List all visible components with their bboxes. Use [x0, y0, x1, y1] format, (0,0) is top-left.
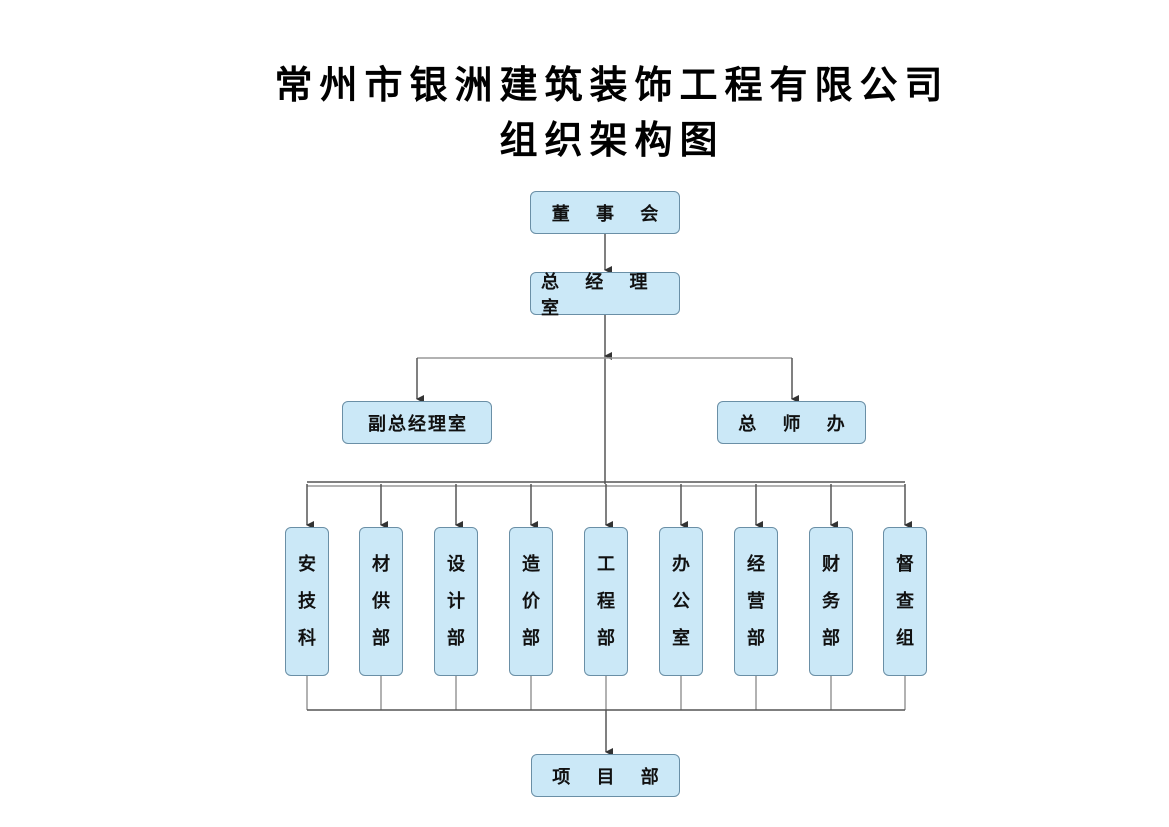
department-node: 办公室 [659, 527, 703, 676]
department-node: 造价部 [509, 527, 553, 676]
department-char: 科 [298, 628, 316, 649]
gm-office-node: 总 经 理 室 [530, 272, 680, 319]
department-char: 安 [298, 554, 316, 575]
department-char: 办 [672, 554, 690, 575]
board-node: 董 事 会 [530, 191, 680, 234]
department-char: 公 [672, 591, 690, 612]
department-char: 部 [447, 628, 465, 649]
department-node: 工程部 [584, 527, 628, 676]
department-node: 安技科 [285, 527, 329, 676]
department-char: 营 [747, 591, 765, 612]
department-char: 技 [298, 591, 316, 612]
department-node: 财务部 [809, 527, 853, 676]
department-char: 计 [447, 591, 465, 612]
chart-subtitle: 组织架构图 [499, 117, 725, 162]
department-char: 财 [822, 554, 840, 575]
department-char: 造 [522, 554, 540, 575]
department-char: 材 [372, 554, 390, 575]
department-char: 室 [672, 628, 690, 649]
department-node: 督查组 [883, 527, 927, 676]
project-dept-node: 项 目 部 [531, 754, 680, 797]
department-char: 工 [597, 554, 615, 575]
department-node: 设计部 [434, 527, 478, 676]
chart-title: 常州市银洲建筑装饰工程有限公司 [274, 62, 950, 107]
deputy-gm-office-node: 副总经理室 [342, 401, 492, 444]
department-node: 材供部 [359, 527, 403, 676]
department-node: 经营部 [734, 527, 778, 676]
department-char: 部 [822, 628, 840, 649]
department-char: 供 [372, 591, 390, 612]
department-char: 部 [522, 628, 540, 649]
department-char: 程 [597, 591, 615, 612]
department-char: 设 [447, 554, 465, 575]
department-char: 督 [896, 554, 914, 575]
department-char: 价 [522, 591, 540, 612]
chief-engineer-office-node: 总 师 办 [717, 401, 866, 444]
department-char: 经 [747, 554, 765, 575]
department-char: 部 [372, 628, 390, 649]
department-char: 务 [822, 591, 840, 612]
department-char: 部 [597, 628, 615, 649]
department-char: 查 [896, 591, 914, 612]
department-char: 组 [896, 628, 914, 649]
department-char: 部 [747, 628, 765, 649]
